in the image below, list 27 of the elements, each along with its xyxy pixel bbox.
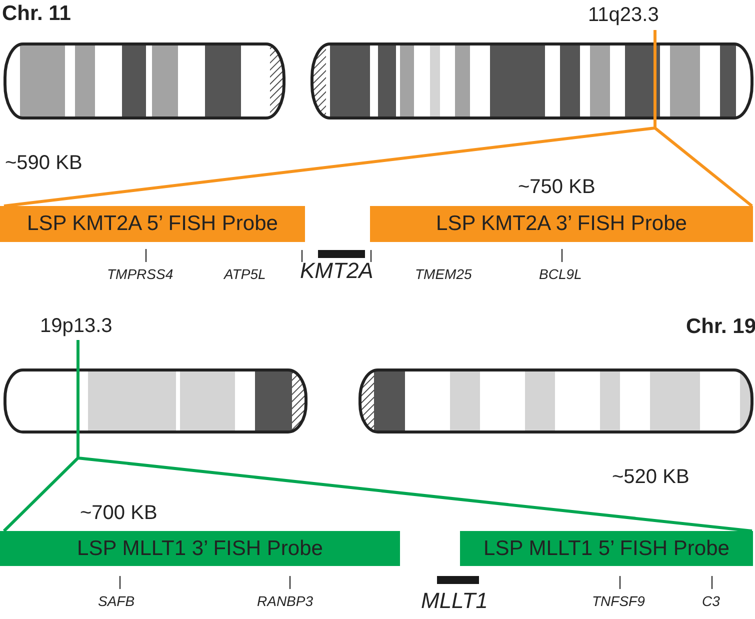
zoom-line: [76, 340, 752, 532]
size-label: ~750 KB: [518, 176, 596, 199]
gene-label: ATP5L: [224, 266, 266, 282]
gene-label: KMT2A: [300, 258, 374, 284]
probe-label: LSP MLLT1 5’ FISH Probe: [484, 536, 730, 560]
probe-label: LSP MLLT1 3’ FISH Probe: [77, 536, 323, 560]
gene-label: MLLT1: [421, 588, 488, 614]
probe-bar: [370, 206, 753, 242]
size-label: ~700 KB: [80, 502, 158, 525]
gene-label: SAFB: [98, 593, 135, 609]
size-label: ~520 KB: [612, 466, 690, 489]
gene-label: C3: [702, 593, 720, 609]
probe-bar: [0, 531, 400, 566]
band-label: 19p13.3: [40, 315, 112, 338]
gene-label: BCL9L: [539, 266, 582, 282]
gene-label: TMPRSS4: [107, 266, 174, 282]
chromosome-label: Chr. 11: [2, 2, 71, 26]
gene-label: RANBP3: [257, 593, 314, 609]
band-label: 11q23.3: [588, 4, 659, 27]
probe-bar: [0, 206, 305, 242]
probe-label: LSP KMT2A 3’ FISH Probe: [436, 212, 687, 236]
gene-label: TNFSF9: [592, 593, 645, 609]
chromosome-label: Chr. 19: [686, 315, 755, 339]
size-label: ~590 KB: [5, 152, 82, 175]
probe-label: LSP KMT2A 5’ FISH Probe: [27, 212, 278, 236]
probe-bar: [460, 531, 753, 566]
gene-label: TMEM25: [415, 266, 472, 282]
